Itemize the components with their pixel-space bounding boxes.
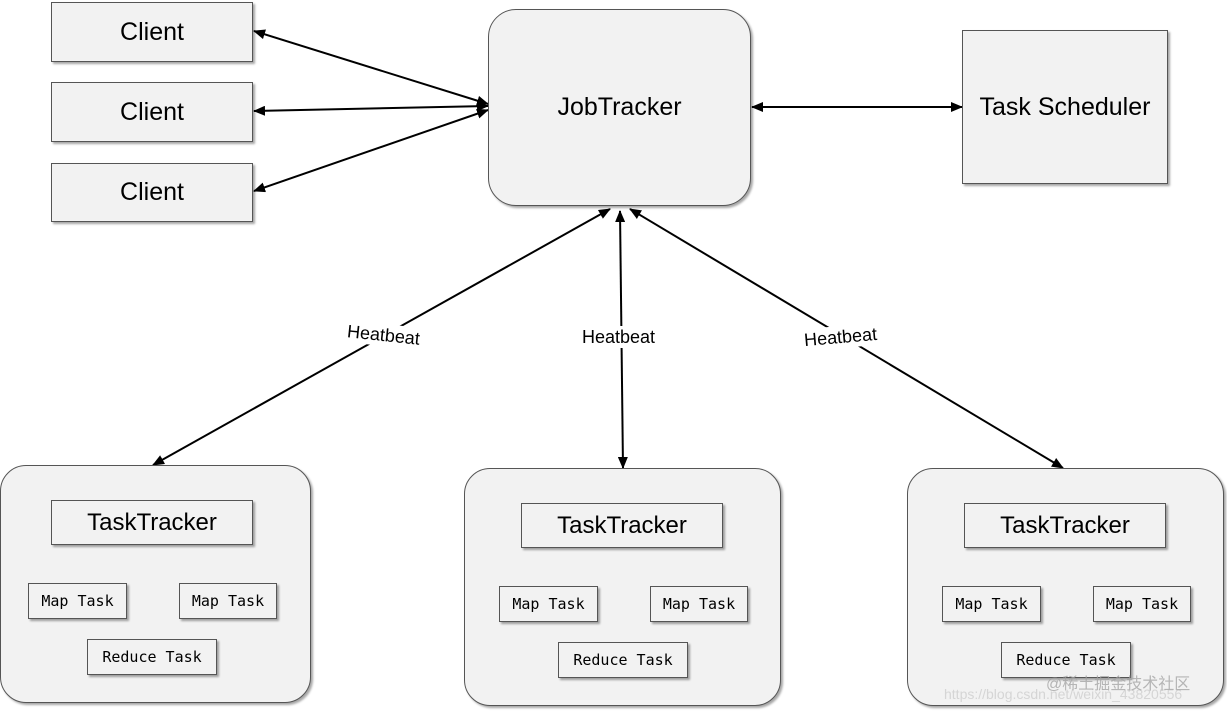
map-task-box: Map Task: [28, 583, 127, 619]
reduce-task-box: Reduce Task: [558, 642, 688, 678]
task-scheduler-box: Task Scheduler: [962, 30, 1168, 184]
client-box-1: Client: [51, 2, 253, 62]
watermark-brand: @稀土掘金技术社区: [1046, 676, 1191, 693]
map-task-box: Map Task: [1093, 586, 1191, 622]
map-task-box: Map Task: [650, 586, 748, 622]
client-box-2: Client: [51, 82, 253, 142]
reduce-task-box: Reduce Task: [1001, 642, 1131, 678]
tasktracker-box-2: TaskTracker: [521, 503, 723, 548]
client-2-jobtracker-arrow: [253, 101, 489, 116]
map-task-box: Map Task: [942, 586, 1041, 622]
tasktracker-box-1: TaskTracker: [51, 500, 253, 545]
map-task-box: Map Task: [499, 586, 598, 622]
client-3-jobtracker-arrow: [253, 108, 489, 193]
watermark-url: https://blog.csdn.net/weixin_43820556: [944, 686, 1183, 702]
heartbeat-label-center: Heatbeat: [580, 326, 658, 348]
jobtracker-box: JobTracker: [488, 9, 751, 206]
tasktracker-box-3: TaskTracker: [964, 503, 1166, 548]
client-box-3: Client: [51, 163, 253, 222]
reduce-task-box: Reduce Task: [87, 639, 217, 675]
client-1-jobtracker-arrow: [253, 29, 489, 106]
map-task-box: Map Task: [179, 583, 277, 619]
